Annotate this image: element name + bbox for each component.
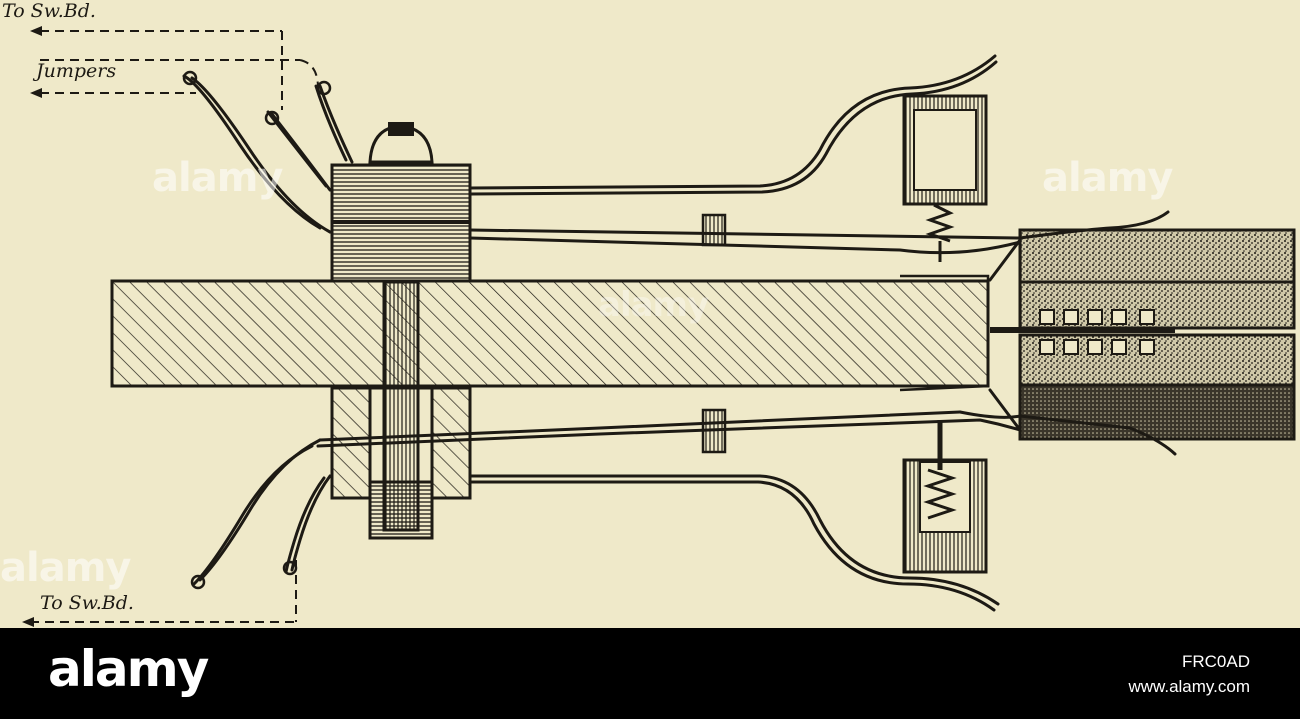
watermark: alamy: [598, 285, 709, 325]
lower-spring-cap: [902, 420, 988, 574]
protector-blocks: [990, 228, 1296, 441]
upper-clamp-block: [330, 122, 472, 283]
drawing-svg: [22, 26, 1296, 627]
label-jumpers: Jumpers: [36, 60, 117, 82]
watermark: alamy: [152, 155, 283, 201]
upper-spring-cap: [902, 94, 988, 262]
label-to-switchboard-bottom: To Sw.Bd.: [40, 592, 134, 614]
watermark: alamy: [1042, 155, 1173, 201]
label-to-switchboard-top: To Sw.Bd.: [2, 0, 96, 22]
upper-stud: [701, 213, 727, 247]
footer-bar: [0, 628, 1300, 719]
alamy-logo: alamy: [48, 640, 209, 698]
watermark: alamy: [0, 545, 131, 591]
hatched-board: [110, 279, 990, 388]
technical-drawing: To Sw.Bd. Jumpers To Sw.Bd. alamy alamy …: [0, 0, 1300, 628]
through-bolt: [382, 280, 420, 532]
site-url: www.alamy.com: [1128, 677, 1250, 696]
dashed-leaders: [30, 30, 319, 623]
image-code: FRC0AD: [1181, 652, 1250, 671]
